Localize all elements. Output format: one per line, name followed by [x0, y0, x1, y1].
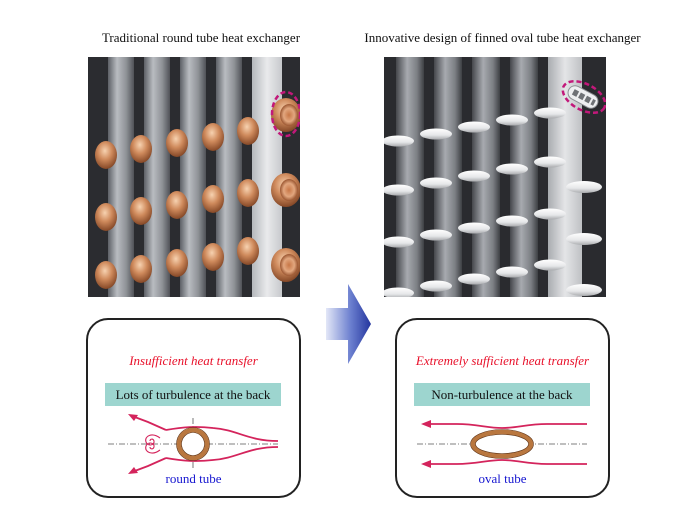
- round-tube-panel: Insufficient heat transfer Lots of turbu…: [86, 318, 301, 498]
- round-tube-heading: Insufficient heat transfer: [129, 353, 258, 368]
- oval-tube-highlight: [561, 79, 606, 115]
- round-tube-title: Traditional round tube heat exchanger: [101, 30, 301, 45]
- round-tube-rows: [95, 98, 300, 289]
- oval-tube-title: Innovative design of finned oval tube he…: [364, 30, 641, 45]
- oval-tube-heading: Extremely sufficient heat transfer: [415, 353, 590, 368]
- round-tube-highlight: [270, 90, 300, 138]
- oval-tube-render: [384, 57, 606, 297]
- round-tube-flow-diagram: [108, 414, 278, 474]
- round-tube-render: [88, 57, 300, 297]
- oval-tube-caption: oval tube: [478, 471, 527, 486]
- oval-tube-flow-diagram: [417, 420, 587, 468]
- round-tube-turbulence-label: Lots of turbulence at the back: [105, 383, 281, 406]
- oval-tube-turbulence-label: Non-turbulence at the back: [414, 383, 590, 406]
- transition-arrow-icon: [326, 284, 371, 364]
- oval-tube-panel: Extremely sufficient heat transfer Non-t…: [395, 318, 610, 498]
- round-tube-caption: round tube: [165, 471, 222, 486]
- oval-tube-rows: [384, 85, 602, 297]
